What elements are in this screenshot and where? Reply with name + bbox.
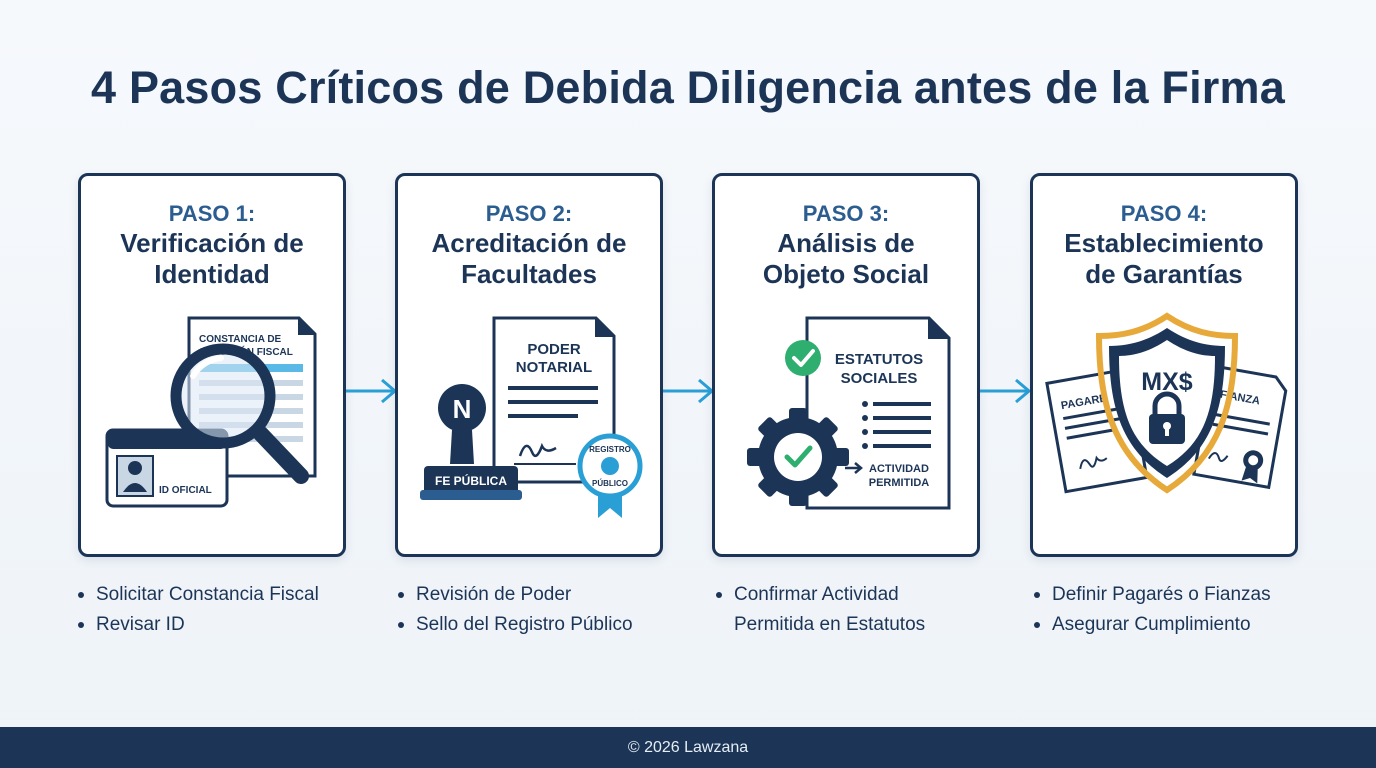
step-card-3: PASO 3: Análisis de Objeto Social ESTATU… — [712, 173, 980, 557]
signature-icon — [518, 442, 557, 458]
activity-line2: PERMITIDA — [869, 477, 930, 489]
doc-title-line2: SOCIALES — [841, 370, 918, 387]
gear-check-icon: ESTATUTOS SOCIALES ACTIVIDAD PERMITIDA — [747, 316, 951, 510]
step-label: PASO 3: — [802, 201, 890, 226]
activity-line1: ACTIVIDAD — [869, 463, 929, 475]
stamp-letter: N — [453, 394, 472, 424]
arrow-right-icon — [663, 378, 714, 404]
arrow-right-icon — [980, 378, 1031, 404]
step-card-1: PASO 1: Verificación de Identidad CONSTA… — [78, 173, 346, 557]
shield-lock-icon: PAGARÉ FIANZA MX$ — [1045, 312, 1288, 494]
arrow-right-icon — [346, 378, 397, 404]
step-title: Acreditación de Facultades — [431, 228, 627, 289]
currency-label: MX$ — [1141, 368, 1193, 396]
step-card-4: PASO 4: Establecimiento de Garantías PAG… — [1030, 173, 1298, 557]
list-item: Revisar ID — [77, 610, 319, 640]
footer-copyright: © 2026 Lawzana — [0, 727, 1376, 768]
page-title: 4 Pasos Críticos de Debida Diligencia an… — [91, 62, 1285, 113]
seal-line2: PÚBLICO — [592, 479, 628, 488]
list-item: Confirmar Actividad — [715, 580, 925, 610]
doc-title-line1: CONSTANCIA DE — [199, 334, 282, 345]
step-4-bullets: Definir Pagarés o Fianzas Asegurar Cumpl… — [1033, 580, 1271, 640]
doc-title-line2: NOTARIAL — [516, 359, 592, 376]
magnifier-icon — [170, 343, 309, 484]
identity-verification-icon: CONSTANCIA DE SITUACIÓN FISCAL ID OFICIA… — [105, 316, 317, 508]
list-item: Solicitar Constancia Fiscal — [77, 580, 319, 610]
id-label: ID OFICIAL — [159, 485, 212, 496]
step-3-bullets: Confirmar Actividad Permitida en Estatut… — [715, 580, 925, 640]
notarial-stamp-icon: PODER NOTARIAL N FE PÚBLICA REGISTRO PÚB… — [420, 316, 643, 518]
step-title: Establecimiento de Garantías — [1064, 228, 1264, 289]
seal-line1: REGISTRO — [589, 445, 631, 454]
step-label: PASO 1: — [168, 201, 256, 226]
stamp-label: FE PÚBLICA — [435, 473, 507, 488]
check-badge-icon — [785, 340, 821, 376]
doc-title-line1: ESTATUTOS — [835, 351, 923, 368]
step-title: Análisis de Objeto Social — [762, 228, 930, 289]
list-item: Sello del Registro Público — [397, 610, 633, 640]
shield-icon: MX$ — [1095, 312, 1239, 494]
list-item: Asegurar Cumplimiento — [1033, 610, 1271, 640]
gear-icon — [747, 408, 849, 506]
stamp-icon: N FE PÚBLICA — [420, 384, 522, 500]
doc-title-line1: PODER — [527, 341, 581, 358]
step-card-2: PASO 2: Acreditación de Facultades PODER… — [395, 173, 663, 557]
step-label: PASO 2: — [485, 201, 573, 226]
step-1-bullets: Solicitar Constancia Fiscal Revisar ID — [77, 580, 319, 640]
step-2-bullets: Revisión de Poder Sello del Registro Púb… — [397, 580, 633, 640]
registry-seal-icon: REGISTRO PÚBLICO — [577, 433, 643, 518]
power-of-attorney-document: PODER NOTARIAL — [492, 316, 616, 484]
list-item: Definir Pagarés o Fianzas — [1033, 580, 1271, 610]
list-item: Revisión de Poder — [397, 580, 633, 610]
list-item: Permitida en Estatutos — [734, 614, 926, 635]
step-label: PASO 4: — [1120, 201, 1208, 226]
step-title: Verificación de Identidad — [120, 228, 304, 289]
